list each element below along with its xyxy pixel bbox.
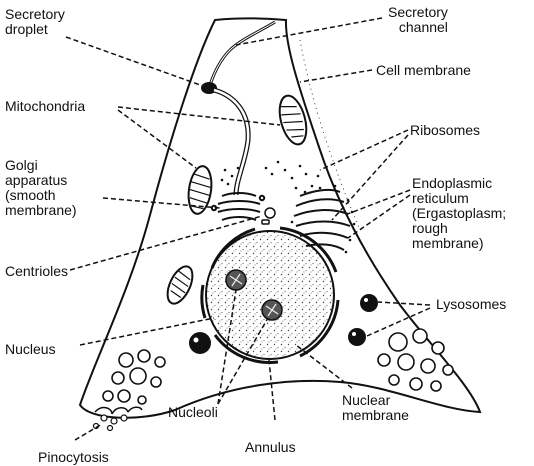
vesicles-right <box>378 329 453 391</box>
label-centrioles: Centrioles <box>5 264 68 279</box>
label-ribosomes: Ribosomes <box>410 123 480 138</box>
label-lysosomes: Lysosomes <box>436 297 506 312</box>
mitochondrion-upper <box>275 93 311 148</box>
label-annulus: Annulus <box>245 440 296 455</box>
nucleus <box>202 228 338 363</box>
nucleolus-right <box>262 300 282 320</box>
label-golgi-apparatus: Golgi apparatus (smooth membrane) <box>5 158 77 218</box>
mitochondrion-lower <box>162 263 197 308</box>
label-nucleus: Nucleus <box>5 342 56 357</box>
label-mitochondria: Mitochondria <box>5 99 85 114</box>
centrioles <box>262 208 275 224</box>
label-endoplasmic-reticulum: Endoplasmic reticulum (Ergastoplasm; rou… <box>412 176 506 251</box>
label-secretory-channel: Secretory channel <box>388 5 448 35</box>
golgi-apparatus <box>212 193 264 220</box>
pinocytosis-vesicles-left <box>103 350 165 404</box>
secretory-vesicle-tube <box>214 90 248 195</box>
label-nucleoli: Nucleoli <box>168 405 218 420</box>
label-cell-membrane: Cell membrane <box>376 63 471 78</box>
label-secretory-droplet: Secretory droplet <box>5 7 65 37</box>
pinocytosis-invaginations <box>95 407 142 414</box>
secretory-channel <box>210 22 275 85</box>
label-pinocytosis: Pinocytosis <box>38 450 109 465</box>
label-nuclear-membrane: Nuclear membrane <box>342 393 409 423</box>
nucleolus-left <box>226 270 246 290</box>
